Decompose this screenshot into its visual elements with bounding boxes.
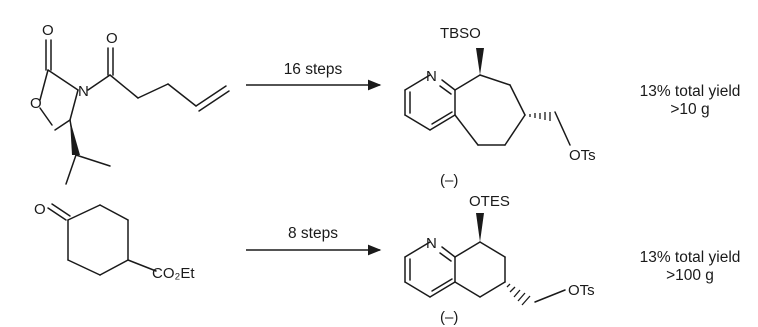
conditions-label-1: 16 steps	[284, 61, 343, 78]
oxazolidinone-structure	[39, 39, 230, 185]
yield-label-2: 13% total yield	[640, 249, 741, 266]
acyl-o-label: O	[106, 30, 118, 47]
rotation-label-1: (–)	[440, 172, 458, 189]
otes-label: OTES	[469, 193, 510, 210]
stereo-wedge-otbs	[476, 48, 484, 75]
carbonyl-o-label: O	[42, 22, 54, 39]
scale-label-1: >10 g	[670, 101, 709, 118]
tetrahydroquinoline-structure	[404, 241, 566, 303]
tbso-label: TBSO	[440, 25, 481, 42]
ring-o-label: O	[30, 95, 42, 112]
stereo-wedge-otes	[476, 213, 484, 242]
ketone-o-label: O	[34, 201, 46, 218]
cyclohepta-pyridine-structure	[404, 74, 571, 146]
stereo-hash-ch2	[529, 112, 551, 121]
reaction-1: O O N O 16 steps	[30, 22, 740, 189]
yield-label-1: 13% total yield	[640, 83, 741, 100]
pyridine-n-label-1: N	[426, 68, 437, 85]
pyridine-n-label-2: N	[426, 235, 437, 252]
ring-n-label: N	[78, 83, 89, 100]
ots-label-1: OTs	[569, 147, 596, 164]
stereo-hash-ch2-2	[506, 283, 531, 306]
rotation-label-2: (–)	[440, 309, 458, 326]
reaction-2: O CO₂Et 8 steps	[34, 193, 740, 326]
conditions-label-2: 8 steps	[288, 225, 338, 242]
ots-label-2: OTs	[568, 282, 595, 299]
cyclohexanone-ester-structure	[47, 203, 157, 276]
stereo-wedge	[70, 120, 80, 155]
ester-label: CO₂Et	[152, 265, 195, 282]
scale-label-2: >100 g	[666, 267, 714, 284]
